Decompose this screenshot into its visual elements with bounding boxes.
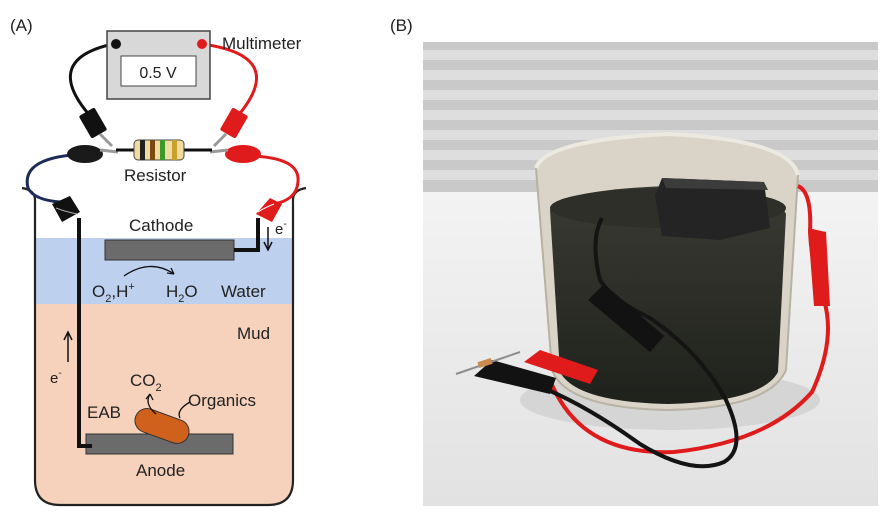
reaction-reactants: O2,H+ [92, 281, 135, 305]
cathode-electron-arrowhead [263, 241, 273, 252]
blue-lead-wire [25, 152, 89, 204]
organics-label: Organics [188, 391, 256, 410]
photo-red-clip-joined [524, 350, 598, 384]
organics-arrow [178, 401, 191, 419]
anode-electron-label: e- [50, 368, 62, 387]
cathode-wire [234, 218, 260, 252]
eab-label: EAB [87, 403, 121, 422]
mud-sludge [550, 186, 786, 404]
anode-clip [52, 196, 80, 222]
anode-label: Anode [136, 461, 185, 480]
reaction-product: H2O [166, 282, 198, 305]
cathode-electrode [104, 239, 235, 261]
cathode-sponge [655, 178, 770, 240]
resistor-left-clip [67, 145, 119, 163]
eab-bacterium [134, 408, 190, 444]
red-probe [212, 107, 248, 148]
photo-black-clip-joined [474, 360, 556, 394]
water-label: Water [221, 282, 266, 301]
reaction-arrowhead [166, 267, 175, 275]
multimeter-black-terminal [111, 39, 121, 49]
photo-black-clip [588, 284, 664, 352]
red-lead-wire-lower [251, 154, 300, 206]
panel-b-label: (B) [390, 16, 413, 35]
multimeter-label: Multimeter [222, 34, 302, 53]
mud-layer [35, 304, 293, 505]
co2-arrowhead [145, 393, 154, 401]
multimeter [106, 30, 211, 100]
cathode-clip [256, 198, 282, 222]
photo-red-clip [808, 228, 830, 306]
multimeter-reading: 0.5 V [139, 65, 177, 82]
resistor-right-clip [209, 145, 261, 163]
reaction-arrow [123, 265, 175, 277]
photo-black-wire [547, 217, 739, 469]
multimeter-red-terminal [197, 39, 207, 49]
red-lead-wire [201, 42, 258, 119]
cathode-label: Cathode [129, 216, 193, 235]
resistor [116, 139, 212, 161]
beaker [21, 186, 307, 507]
cup-rim [534, 131, 800, 176]
black-lead-wire [68, 42, 114, 120]
resistor-label: Resistor [124, 166, 187, 185]
panel-a-label: (A) [10, 16, 33, 35]
co2-label: CO2 [130, 371, 162, 394]
black-probe [79, 107, 114, 148]
anode-electron-arrowhead [63, 330, 73, 341]
photo [423, 42, 878, 506]
cathode-electron-label: e- [275, 219, 287, 238]
mud-label: Mud [237, 324, 270, 343]
